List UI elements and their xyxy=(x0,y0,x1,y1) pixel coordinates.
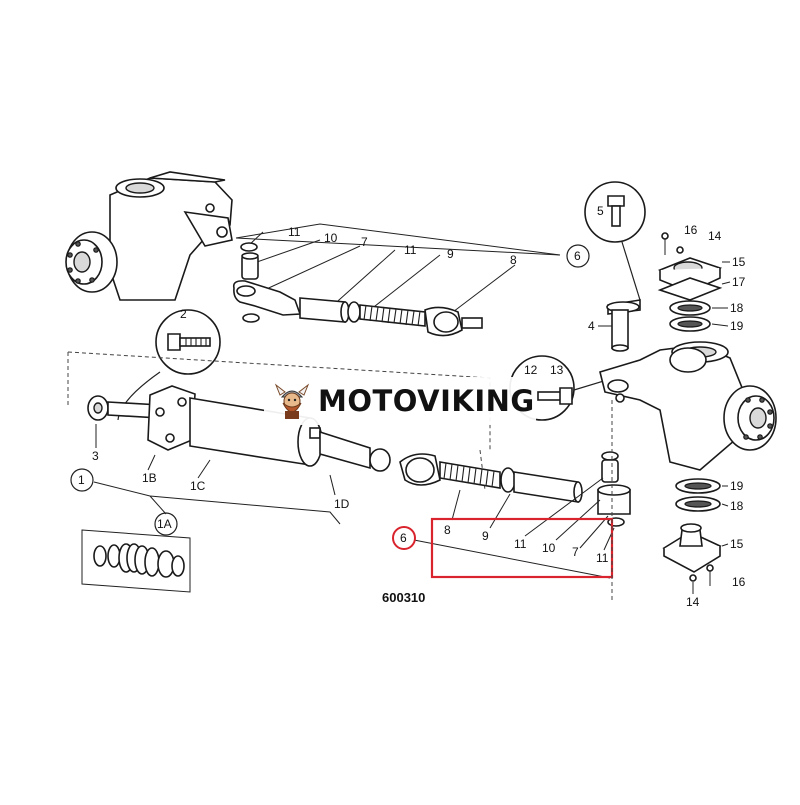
upper-tie-rod-assembly xyxy=(232,223,561,337)
label-lower-7: 7 xyxy=(572,545,579,559)
label-lb-19: 19 xyxy=(730,479,744,493)
label-upper-9: 9 xyxy=(447,247,454,261)
callout-6-red-ring xyxy=(392,526,416,550)
upper-bearing-stack xyxy=(657,232,731,332)
label-kp-4: 4 xyxy=(588,319,595,333)
viking-mascot-icon xyxy=(274,383,310,419)
label-lower-11b: 11 xyxy=(596,551,609,565)
label-upper-7: 7 xyxy=(361,235,368,249)
brand-watermark: MOTOVIKING xyxy=(264,377,536,425)
label-ub-17: 17 xyxy=(732,275,746,289)
brand-name: MOTOVIKING xyxy=(318,384,535,418)
king-pin-assembly xyxy=(509,181,646,421)
bolt-2-callout xyxy=(117,309,221,421)
hydraulic-cylinder-assembly xyxy=(67,351,491,525)
label-cyl-1c: 1C xyxy=(190,479,206,493)
label-cyl-1a: 1A xyxy=(157,517,172,531)
right-steering-knuckle xyxy=(599,341,777,600)
label-upper-6: 6 xyxy=(574,249,581,263)
label-lb-15: 15 xyxy=(730,537,744,551)
label-cyl-1b: 1B xyxy=(142,471,157,485)
label-lower-8: 8 xyxy=(444,523,451,537)
label-lower-10: 10 xyxy=(542,541,556,555)
label-ub-19: 19 xyxy=(730,319,744,333)
label-lower-11a: 11 xyxy=(514,537,527,551)
label-kp-13: 13 xyxy=(550,363,564,377)
label-lb-16: 16 xyxy=(732,575,746,589)
callout-6-upper-ring xyxy=(566,244,590,268)
label-kp-12: 12 xyxy=(524,363,538,377)
lower-bearing-stack xyxy=(662,478,729,594)
label-cyl-1: 1 xyxy=(78,473,85,487)
figure-number: 600310 xyxy=(382,590,425,605)
label-ub-18: 18 xyxy=(730,301,744,315)
callout-1-ring xyxy=(70,468,94,492)
left-steering-knuckle xyxy=(65,171,233,301)
seal-kit-1a xyxy=(81,529,191,593)
label-upper-11b: 11 xyxy=(404,243,417,257)
label-bolt-2: 2 xyxy=(180,307,187,321)
label-cyl-3: 3 xyxy=(92,449,99,463)
label-ub-14: 14 xyxy=(708,229,722,243)
label-lb-18: 18 xyxy=(730,499,744,513)
label-ub-15: 15 xyxy=(732,255,746,269)
label-lower-9: 9 xyxy=(482,529,489,543)
label-lb-14: 14 xyxy=(686,595,700,609)
callout-1a-ring xyxy=(154,512,178,536)
label-lower-6: 6 xyxy=(400,531,407,545)
label-ub-16: 16 xyxy=(684,223,698,237)
label-upper-11a: 11 xyxy=(288,225,301,239)
label-upper-8: 8 xyxy=(510,253,517,267)
label-kp-5: 5 xyxy=(597,204,604,218)
lower-tie-rod-assembly xyxy=(399,449,631,579)
label-cyl-1d: 1D xyxy=(334,497,350,511)
label-upper-10: 10 xyxy=(324,231,338,245)
